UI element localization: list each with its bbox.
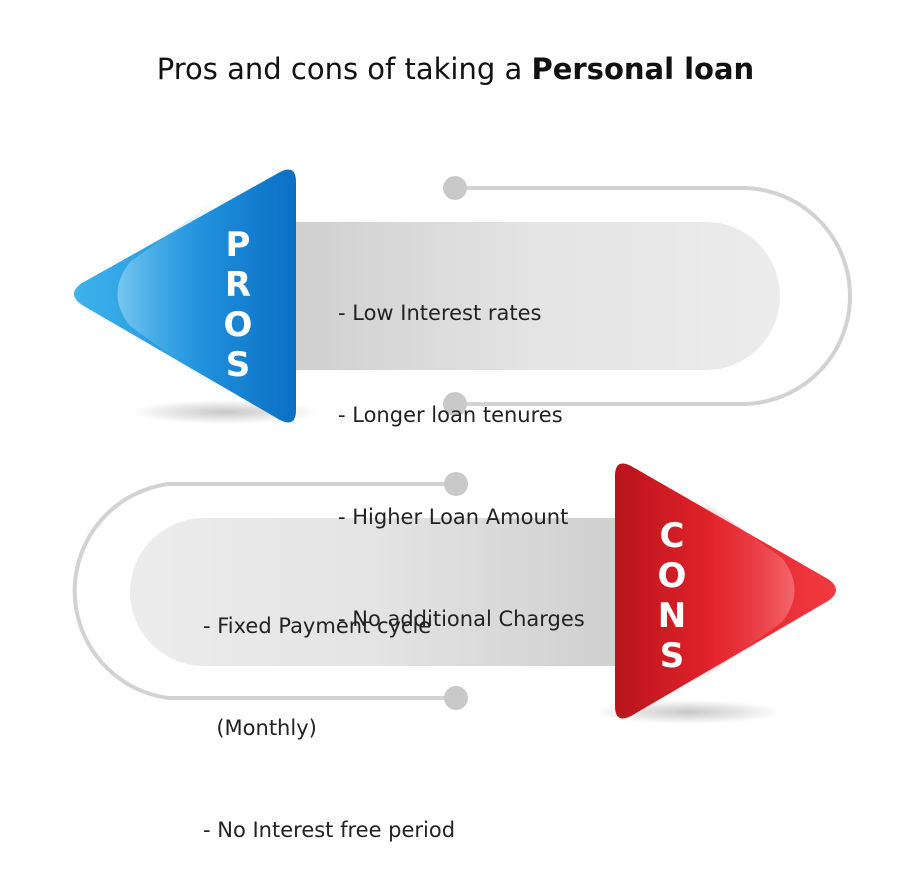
- pros-item: - No additional Charges: [338, 607, 585, 631]
- cons-connector: [72, 472, 468, 710]
- pros-letter: O: [223, 305, 253, 345]
- pros-bottom-dot: [443, 392, 467, 416]
- pros-cons-diagram: [72, 169, 852, 724]
- pros-label: P R O S: [208, 225, 268, 385]
- cons-arrow: [615, 463, 836, 719]
- cons-item: - Fixed Payment cycle: [203, 614, 432, 638]
- pros-letter: P: [225, 225, 251, 265]
- cons-letter: C: [659, 516, 685, 556]
- cons-letter: S: [659, 636, 685, 676]
- title-emphasis: Personal loan: [531, 52, 755, 86]
- page-title: Pros and cons of taking a Personal loan: [0, 52, 911, 86]
- pros-item: - Higher Loan Amount: [338, 505, 569, 529]
- cons-item: - No Interest free period: [203, 818, 456, 842]
- cons-letter: N: [657, 596, 687, 636]
- cons-list: - Fixed Payment cycle (Monthly) - No Int…: [203, 541, 455, 881]
- pros-list: - Low Interest rates - Longer loan tenur…: [338, 228, 585, 670]
- cons-top-dot: [444, 472, 468, 496]
- pros-arrow: [74, 169, 296, 423]
- pros-letter: S: [225, 345, 251, 385]
- pros-top-dot: [443, 176, 467, 200]
- pros-bar: [290, 222, 780, 370]
- cons-letter: O: [657, 556, 687, 596]
- pros-letter: R: [224, 265, 252, 305]
- cons-label: C O N S: [642, 516, 702, 676]
- cons-bottom-dot: [444, 686, 468, 710]
- pros-connector: [443, 176, 852, 416]
- cons-item: (Monthly): [203, 716, 317, 740]
- title-prefix: Pros and cons of taking a: [156, 52, 532, 86]
- pros-item: - Longer loan tenures: [338, 403, 563, 427]
- pros-item: - Low Interest rates: [338, 301, 542, 325]
- cons-bar: [130, 518, 620, 666]
